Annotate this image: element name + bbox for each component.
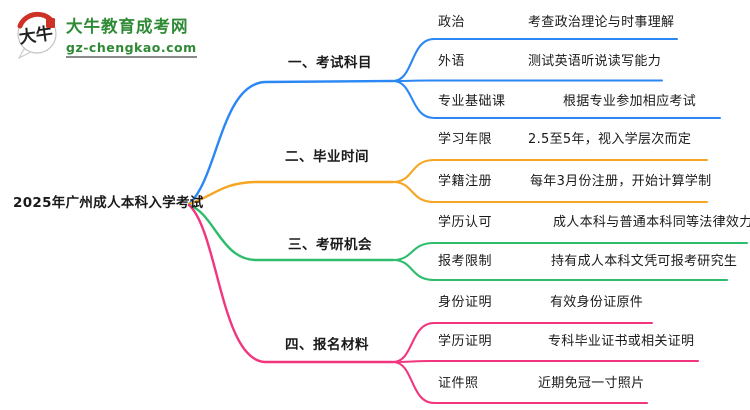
node-label-identity-proof: 身份证明 xyxy=(438,295,493,310)
subbranch-line-education-proof xyxy=(391,359,700,364)
branch-line-postgrad-opportunity xyxy=(187,203,395,262)
subbranch-line-id-photo xyxy=(391,360,649,405)
node-desc-education-proof: 专科毕业证书或相关证明 xyxy=(548,334,695,349)
branch-label-graduation-time: 二、毕业时间 xyxy=(285,149,369,165)
site-name: 大牛教育成考网 xyxy=(66,17,189,36)
site-url: gz-chengkao.com xyxy=(66,40,197,58)
node-desc-degree-recognition: 成人本科与普通本科同等法律效力 xyxy=(553,215,750,230)
site-logo: 大牛 大牛教育成考网 gz-chengkao.com xyxy=(14,10,197,60)
subbranch-line-application-limit xyxy=(391,258,729,282)
node-desc-politics: 考查政治理论与时事理解 xyxy=(528,15,675,30)
subbranch-line-study-years xyxy=(391,158,709,184)
branch-line-application-materials xyxy=(187,203,395,364)
node-desc-major-basics: 根据专业参加相应考试 xyxy=(563,94,697,109)
subbranch-line-foreign-language xyxy=(391,79,664,83)
node-desc-study-years: 2.5至5年，视入学层次而定 xyxy=(528,132,692,147)
node-desc-identity-proof: 有效身份证原件 xyxy=(550,295,644,310)
branch-label-exam-subjects: 一、考试科目 xyxy=(288,55,372,71)
node-label-enrollment-registration: 学籍注册 xyxy=(438,174,493,189)
node-label-degree-recognition: 学历认可 xyxy=(438,215,493,230)
node-desc-foreign-language: 测试英语听说读写能力 xyxy=(528,54,662,69)
node-label-study-years: 学习年限 xyxy=(438,132,493,147)
root-node: 2025年广州成人本科入学考试 xyxy=(13,195,204,211)
node-label-application-limit: 报考限制 xyxy=(438,254,493,269)
node-label-major-basics: 专业基础课 xyxy=(438,94,506,109)
subbranch-line-enrollment-registration xyxy=(391,180,709,204)
branch-line-exam-subjects xyxy=(187,79,395,206)
branch-line-graduation-time xyxy=(187,180,395,206)
branch-label-postgrad-opportunity: 三、考研机会 xyxy=(288,237,372,253)
subbranch-line-degree-recognition xyxy=(391,241,749,262)
node-label-foreign-language: 外语 xyxy=(438,54,466,69)
node-label-id-photo: 证件照 xyxy=(438,376,479,391)
subbranch-line-major-basics xyxy=(391,79,722,120)
node-label-education-proof: 学历证明 xyxy=(438,334,493,349)
subbranch-line-identity-proof xyxy=(391,321,654,364)
node-desc-application-limit: 持有成人本科文凭可报考研究生 xyxy=(551,254,738,269)
subbranch-line-politics xyxy=(391,37,679,83)
node-desc-enrollment-registration: 每年3月份注册，开始计算学制 xyxy=(530,174,712,189)
branch-label-application-materials: 四、报名材料 xyxy=(285,337,369,353)
node-desc-id-photo: 近期免冠一寸照片 xyxy=(538,376,645,391)
logo-bubble-icon: 大牛 xyxy=(17,11,57,60)
node-label-politics: 政治 xyxy=(438,15,466,30)
